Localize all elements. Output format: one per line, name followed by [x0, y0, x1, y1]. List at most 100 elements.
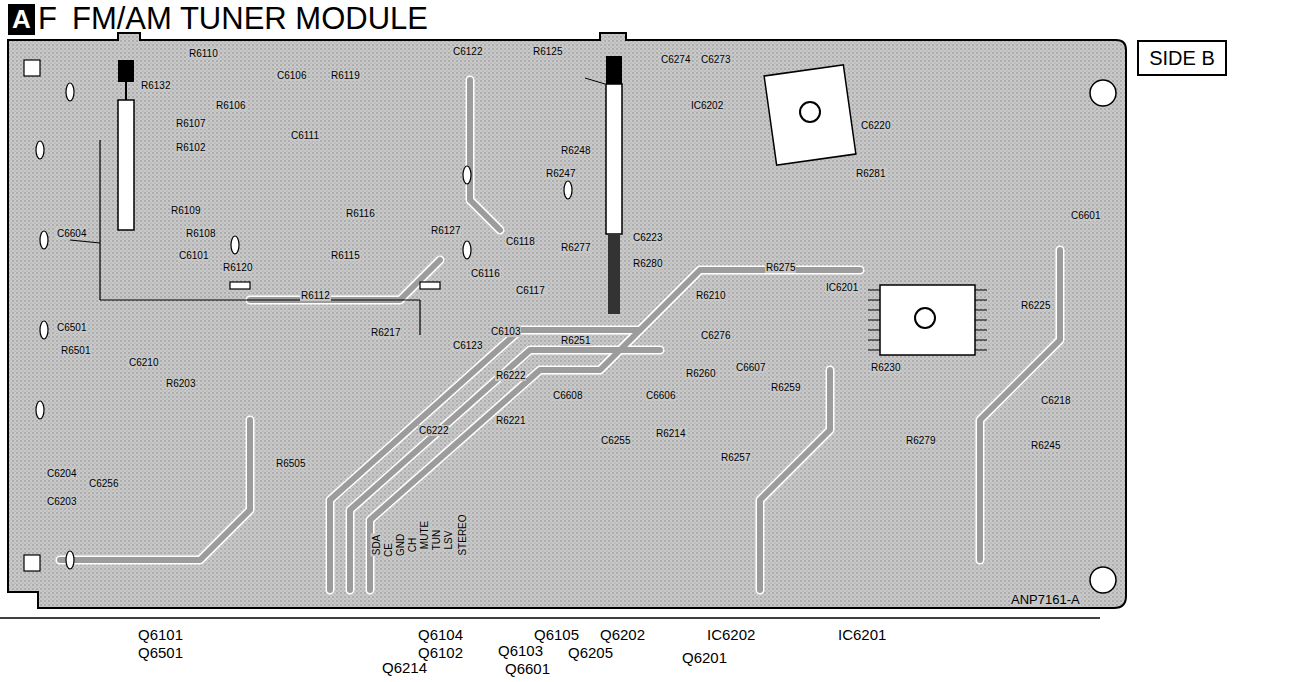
component-designator: R6127	[430, 225, 461, 236]
component-designator: R6505	[275, 458, 306, 469]
component-designator: R6251	[560, 335, 591, 346]
component-designator: R6257	[720, 452, 751, 463]
component-designator: R6210	[695, 290, 726, 301]
component-designator: C6220	[860, 120, 891, 131]
component-designator: C6274	[660, 54, 691, 65]
component-designator: C6255	[600, 435, 631, 446]
signal-name: STEREO	[457, 513, 468, 556]
pad	[24, 60, 572, 571]
component-designator: R6120	[222, 262, 253, 273]
component-designator: C6111	[290, 130, 320, 141]
signal-name: GND	[395, 533, 406, 557]
node-text: SIDE B	[1149, 47, 1215, 69]
component-designator: R6280	[632, 258, 663, 269]
component-designator: C6122	[452, 46, 483, 57]
separator-line	[0, 617, 1100, 619]
component-designator: R6107	[175, 118, 206, 129]
part-reference: Q6202	[600, 627, 645, 644]
side-label-box: SIDE B	[1137, 40, 1227, 76]
component-designator: C6118	[505, 236, 536, 247]
component-designator: R6132	[140, 80, 171, 91]
component-designator: C6601	[1070, 210, 1101, 221]
component-designator: R6109	[170, 205, 201, 216]
component-designator: C6223	[632, 232, 663, 243]
ic-pins	[868, 290, 987, 350]
part-reference: Q6214	[382, 660, 427, 677]
section-marker: A	[8, 4, 35, 35]
component-designator: C6276	[700, 330, 731, 341]
component-designator: IC6202	[690, 100, 724, 111]
component-designator: R6275	[765, 262, 796, 273]
part-reference: ANP7161-A	[1010, 593, 1081, 607]
part-reference: Q6104	[418, 627, 463, 644]
component-designator: R6225	[1020, 300, 1051, 311]
part-reference: Q6205	[568, 645, 613, 662]
component-designator: C6607	[735, 362, 766, 373]
part-reference: IC6201	[838, 627, 886, 644]
ic-package	[764, 65, 975, 355]
component-designator: R6108	[185, 228, 216, 239]
shield-outline	[100, 140, 420, 335]
part-reference: Q6501	[138, 645, 183, 662]
part-reference: Q6101	[138, 627, 183, 644]
board-outline	[8, 33, 1126, 608]
component-designator: C6222	[418, 425, 449, 436]
signal-name: MUTE	[419, 520, 430, 550]
leader-line	[70, 78, 605, 243]
component-designator: R6110	[188, 48, 219, 59]
component-designator: R6115	[330, 250, 361, 261]
component-designator: R6119	[330, 70, 361, 81]
component-designator: C6210	[128, 357, 159, 368]
component-designator: R6116	[345, 208, 376, 219]
component-designator: R6277	[560, 242, 591, 253]
copper-tracks	[60, 80, 1060, 590]
component-designator: R6245	[1030, 440, 1061, 451]
component-designator: R6281	[855, 168, 886, 179]
signal-name: CH	[407, 537, 418, 553]
component-designator: R6247	[545, 168, 576, 179]
component-designator: R6248	[560, 145, 591, 156]
component-designator: C6604	[56, 228, 87, 239]
part-reference: Q6601	[505, 661, 550, 678]
component-designator: R6222	[495, 370, 526, 381]
component-designator: R6217	[370, 327, 401, 338]
part-reference: Q6201	[682, 650, 727, 667]
component-designator: C6116	[470, 268, 501, 279]
node-text: A	[12, 5, 31, 34]
component-designator: R6501	[60, 345, 91, 356]
component-designator: R6221	[495, 415, 526, 426]
component-designator: C6204	[46, 468, 77, 479]
component-designator: R6260	[685, 368, 716, 379]
mounting-hole	[1090, 80, 1116, 593]
copper-track-edges	[60, 80, 1060, 590]
component-designator: C6106	[276, 70, 307, 81]
component-designator: IC6201	[825, 282, 859, 293]
part-reference: IC6202	[707, 627, 755, 644]
component-designator: R6230	[870, 362, 901, 373]
component-designator: C6273	[700, 54, 731, 65]
component-designator: C6101	[178, 250, 209, 261]
signal-name: TUN	[431, 529, 442, 552]
signal-name: CE	[383, 542, 394, 558]
module-title: FM/AM TUNER MODULE	[72, 2, 428, 36]
component-designator: C6218	[1040, 395, 1071, 406]
component-designator: R6112	[300, 290, 331, 301]
component-designator: R6102	[175, 142, 206, 153]
component-designator: C6608	[552, 390, 583, 401]
component-designator: C6256	[88, 478, 119, 489]
coil-component	[118, 56, 622, 314]
signal-name: LSV	[443, 530, 454, 551]
component-designator: R6259	[770, 382, 801, 393]
component-designator: R6214	[655, 428, 686, 439]
component-designator: R6203	[165, 378, 196, 389]
component-designator: C6117	[515, 285, 546, 296]
component-designator: R6125	[532, 46, 563, 57]
signal-name: SDA	[371, 534, 382, 557]
part-reference: Q6103	[498, 643, 543, 660]
component-designator: C6203	[46, 496, 77, 507]
part-reference: Q6105	[534, 627, 579, 644]
component-designator: R6279	[905, 435, 936, 446]
component-designator: R6106	[215, 100, 246, 111]
